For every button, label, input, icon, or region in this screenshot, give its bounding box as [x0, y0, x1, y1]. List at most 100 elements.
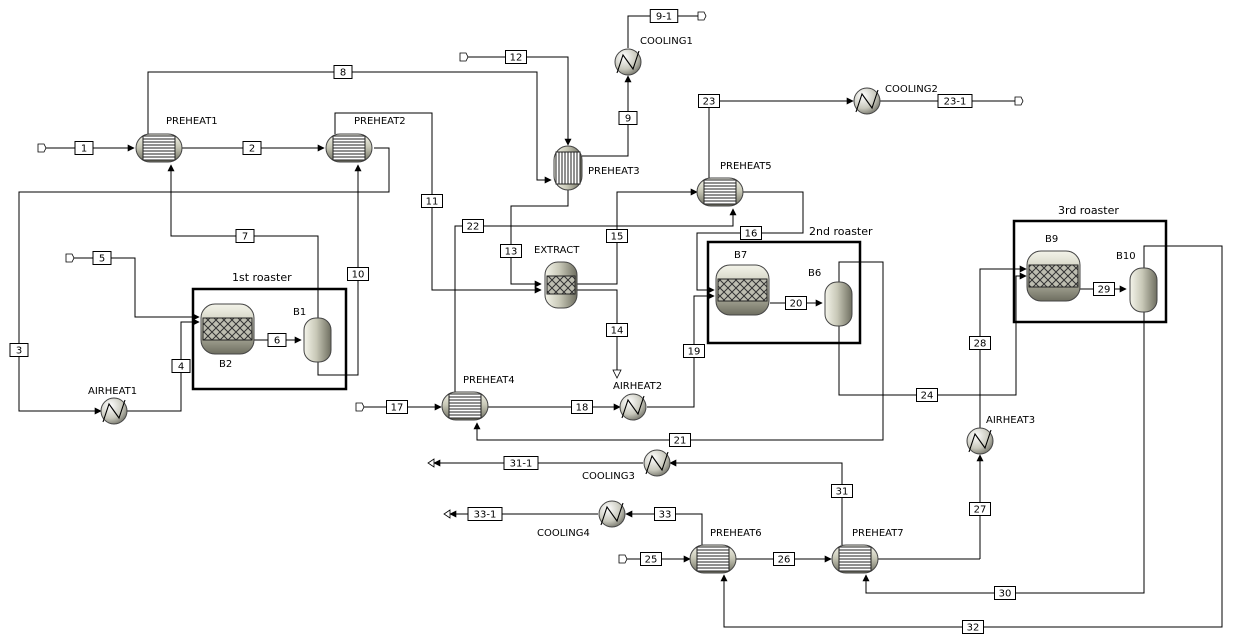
- stream-label-box: [9, 343, 29, 357]
- stream-label-box: [467, 507, 503, 521]
- equipment-b1[interactable]: B1: [293, 307, 332, 363]
- equipment-preheat5[interactable]: PREHEAT5: [696, 161, 772, 207]
- equipment-label: COOLING4: [537, 528, 590, 539]
- equipment-cooling4[interactable]: COOLING4: [537, 500, 626, 539]
- stream-label-9-1[interactable]: 9-1: [649, 9, 679, 23]
- stream-label-17[interactable]: 17: [386, 400, 408, 414]
- equipment-b6[interactable]: B7: [715, 250, 770, 316]
- equipment-label: COOLING1: [640, 36, 693, 47]
- equipment-preheat2[interactable]: PREHEAT2: [325, 116, 406, 163]
- stream-label-text: 24: [921, 391, 934, 402]
- equipment-b2[interactable]: B2: [200, 303, 255, 370]
- group-title: 3rd roaster: [1058, 204, 1119, 217]
- stream-label-3[interactable]: 3: [9, 343, 29, 357]
- equipment-label: B10: [1116, 251, 1136, 262]
- equipment-b10[interactable]: B10: [1116, 251, 1158, 313]
- equipment-preheat3[interactable]: PREHEAT3: [553, 145, 640, 191]
- stream-label-21[interactable]: 21: [669, 433, 691, 447]
- stream-label-5[interactable]: 5: [92, 251, 112, 265]
- stream-label-text: 19: [688, 347, 701, 358]
- stream-label-box: [740, 226, 762, 240]
- stream-label-30[interactable]: 30: [994, 586, 1016, 600]
- stream-label-box: [1093, 282, 1115, 296]
- equipment-preheat4[interactable]: PREHEAT4: [441, 375, 515, 421]
- stream-label-27[interactable]: 27: [969, 502, 991, 516]
- stream-label-2[interactable]: 2: [242, 141, 262, 155]
- stream-label-9[interactable]: 9: [618, 111, 638, 125]
- stream-label-box: [347, 267, 369, 281]
- stream-label-13[interactable]: 13: [500, 244, 522, 258]
- equipment-airheat1[interactable]: AIRHEAT1: [88, 386, 137, 425]
- stream-label-23-1[interactable]: 23-1: [937, 94, 973, 108]
- stream-label-box: [505, 50, 527, 64]
- equipment-label: PREHEAT4: [463, 375, 515, 386]
- equipment-extract[interactable]: EXTRACT: [534, 245, 580, 309]
- stream-label-31[interactable]: 31: [831, 484, 853, 498]
- equipment-label: B2: [219, 359, 232, 370]
- stream-label-7[interactable]: 7: [235, 229, 255, 243]
- stream-label-11[interactable]: 11: [421, 194, 443, 208]
- stream-label-box: [618, 111, 638, 125]
- stream-label-15[interactable]: 15: [606, 229, 628, 243]
- equipment-label: B1: [293, 307, 306, 318]
- equipment-label: PREHEAT2: [354, 116, 406, 127]
- stream-label-26[interactable]: 26: [773, 552, 795, 566]
- equipment-cooling2[interactable]: COOLING2: [853, 84, 938, 115]
- equipment-preheat7[interactable]: PREHEAT7: [831, 528, 904, 574]
- stream-label-text: 7: [242, 232, 248, 243]
- stream-label-box: [74, 141, 94, 155]
- stream-label-24[interactable]: 24: [916, 388, 938, 402]
- stream-label-8[interactable]: 8: [333, 65, 353, 79]
- equipment-b7[interactable]: B6: [808, 268, 853, 327]
- equipment-airheat3[interactable]: AIRHEAT3: [966, 415, 1035, 455]
- equipment-preheat1[interactable]: PREHEAT1: [135, 116, 218, 163]
- stream-label-box: [606, 229, 628, 243]
- stream-label-text: 29: [1098, 285, 1111, 296]
- equipment-b9[interactable]: B9: [1026, 234, 1081, 302]
- stream-label-text: 6: [274, 336, 280, 347]
- stream-label-text: 16: [745, 229, 758, 240]
- equipment-cooling1[interactable]: COOLING1: [614, 36, 693, 76]
- stream-label-text: 1: [81, 144, 87, 155]
- stream-label-12[interactable]: 12: [505, 50, 527, 64]
- stream-label-1[interactable]: 1: [74, 141, 94, 155]
- equipment-label: AIRHEAT3: [986, 415, 1035, 426]
- stream-label-31-1[interactable]: 31-1: [503, 456, 539, 470]
- equipment-label: AIRHEAT1: [88, 386, 137, 397]
- stream-label-4[interactable]: 4: [171, 359, 191, 373]
- port-arrows: [37, 11, 1024, 564]
- group-title: 1st roaster: [232, 271, 292, 284]
- stream-label-25[interactable]: 25: [640, 552, 662, 566]
- stream-label-box: [462, 219, 484, 233]
- stream-label-text: 21: [674, 436, 687, 447]
- stream-label-text: 4: [178, 362, 184, 373]
- stream-label-16[interactable]: 16: [740, 226, 762, 240]
- stream-label-32[interactable]: 32: [962, 620, 984, 634]
- stream-label-20[interactable]: 20: [785, 296, 807, 310]
- stream-label-29[interactable]: 29: [1093, 282, 1115, 296]
- stream-label-text: 25: [645, 555, 658, 566]
- stream-label-33[interactable]: 33: [654, 507, 676, 521]
- equipment-cooling3[interactable]: COOLING3: [582, 449, 671, 482]
- equipment-label: B9: [1045, 234, 1058, 245]
- equipment-airheat2[interactable]: AIRHEAT2: [613, 381, 662, 421]
- stream-label-23[interactable]: 23: [698, 94, 720, 108]
- stream-label-33-1[interactable]: 33-1: [467, 507, 503, 521]
- stream-label-18[interactable]: 18: [571, 400, 593, 414]
- stream-label-19[interactable]: 19: [683, 344, 705, 358]
- stream-label-text: 9: [625, 114, 631, 125]
- stream-label-28[interactable]: 28: [969, 336, 991, 350]
- stream-label-14[interactable]: 14: [606, 323, 628, 337]
- stream-label-box: [962, 620, 984, 634]
- stream-label-text: 27: [974, 505, 987, 516]
- stream-label-text: 30: [999, 589, 1012, 600]
- stream-label-10[interactable]: 10: [347, 267, 369, 281]
- equipment-preheat6[interactable]: PREHEAT6: [689, 528, 762, 574]
- stream-label-6[interactable]: 6: [267, 333, 287, 347]
- stream-label-22[interactable]: 22: [462, 219, 484, 233]
- equipment-label: EXTRACT: [534, 245, 580, 256]
- stream-label-box: [242, 141, 262, 155]
- stream-label-box: [235, 229, 255, 243]
